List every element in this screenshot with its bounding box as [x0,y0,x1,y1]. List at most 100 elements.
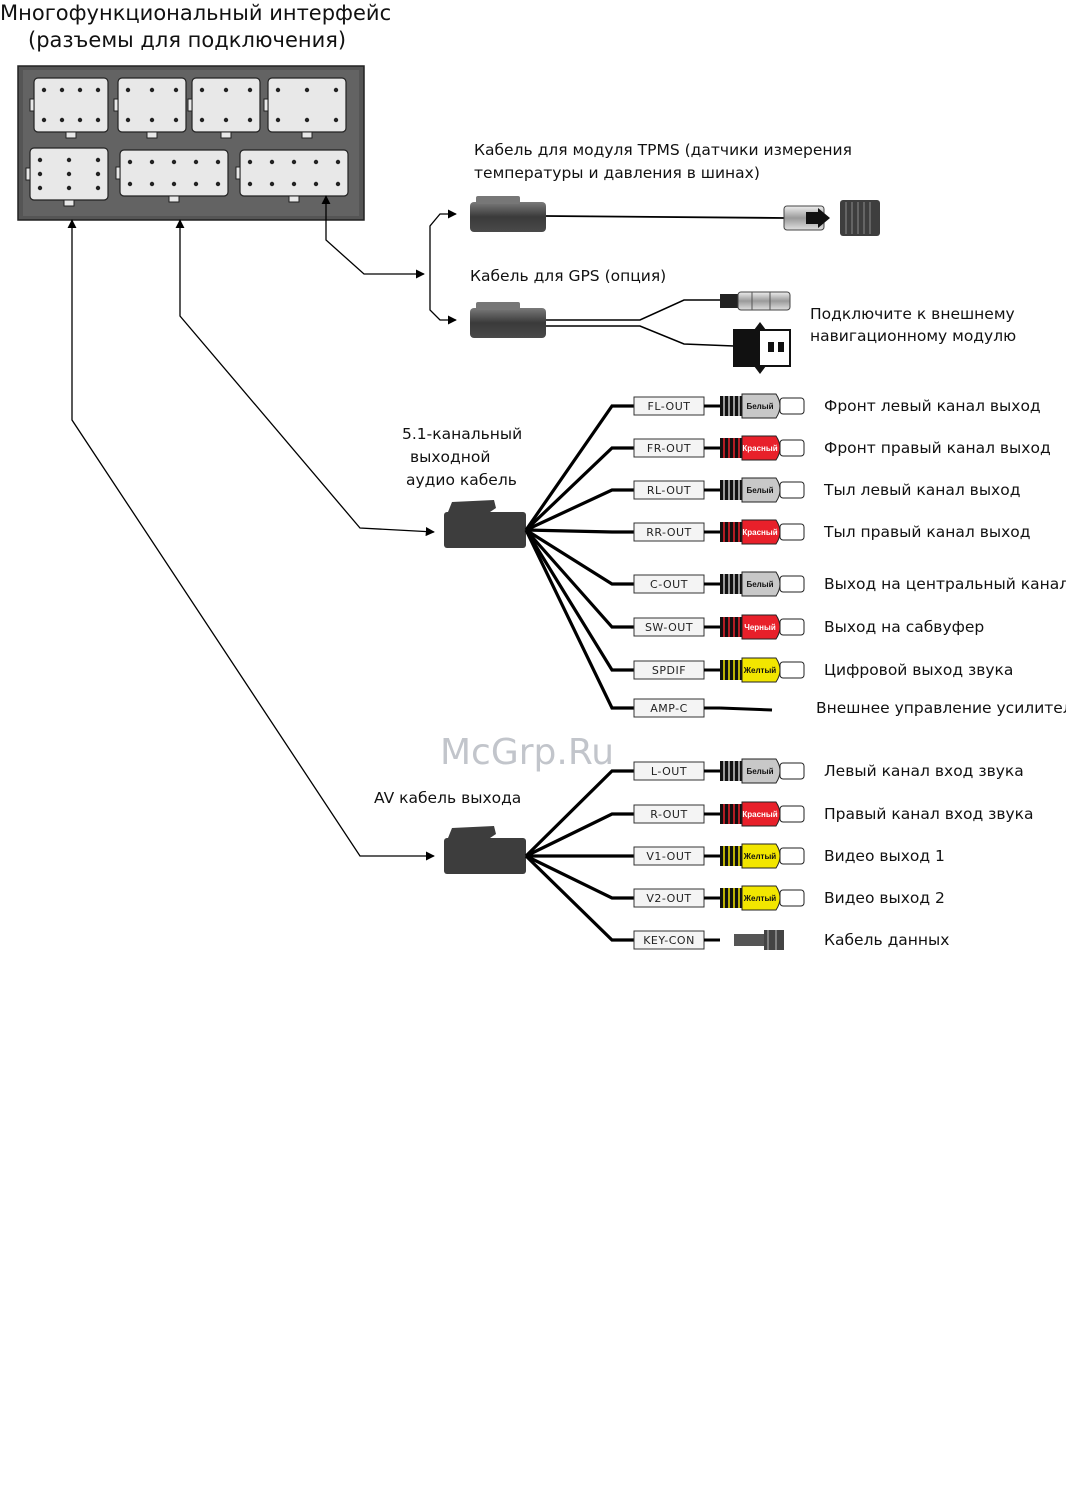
socket-pin [247,117,253,123]
socket-pin [149,87,155,93]
socket-pin [291,181,297,187]
output-description: Внешнее управление усилителем [816,699,1066,717]
output-description: Правый канал вход звука [824,805,1034,823]
output-tag: V2-OUT [646,892,691,905]
plug-color-label: Черный [744,623,776,632]
output-wire [525,488,634,532]
socket-pin [313,181,319,187]
rca-plug: Желтый [720,885,805,911]
output-description: Цифровой выход звука [824,661,1013,679]
output-tag: SW-OUT [645,621,693,634]
rca-plug: Белый [720,571,805,597]
watermark: McGrp.Ru [440,732,614,773]
gps-cable: Кабель для GPS (опция) Подключите к внеш… [470,267,1016,374]
tpms-cable: Кабель для модуля TPMS (датчики измерени… [470,141,880,236]
output-tag: FR-OUT [647,442,691,455]
socket-pin [335,159,341,165]
output-wire [524,528,634,629]
tpms-caption-line-2: температуры и давления в шинах) [474,164,760,182]
socket-pin [304,117,310,123]
gps-note-line-1: Подключите к внешнему [810,305,1015,323]
interface-connector-panel [17,65,365,221]
gps-caption: Кабель для GPS (опция) [470,267,666,285]
connector-socket [25,147,109,207]
tpms-round-connector [783,200,880,236]
plug-color-label: Белый [746,580,773,589]
output-tag: KEY-CON [643,934,695,947]
plug-color-label: Белый [746,486,773,495]
output-description: Выход на сабвуфер [824,618,984,636]
gps-plug-housing [470,302,546,338]
rca-plug: Белый [720,393,805,419]
connection-arrows [67,195,457,861]
amp-control-wire [719,706,773,712]
output-description: Фронт левый канал выход [824,397,1041,415]
rca-plug: Белый [720,477,805,503]
socket-pin [313,159,319,165]
plug-color-label: Желтый [743,852,777,861]
rca-plug: Белый [720,758,805,784]
av-cable-housing [444,826,526,874]
socket-pin [223,87,229,93]
socket-pin [333,87,339,93]
socket-pin [199,117,205,123]
socket-pin [247,159,253,165]
connector-socket [113,77,187,139]
socket-pin [95,117,101,123]
output-description: Видео выход 1 [824,847,945,865]
audio-cable: 5.1-канальный выходной аудио кабель FL-O… [402,393,1066,718]
output-wire [524,769,634,858]
rca-plug: Желтый [720,657,805,683]
socket-pin [269,181,275,187]
output-row-l-out: L-OUT Белый Левый канал вход звука [633,758,1024,784]
socket-pin [66,157,72,163]
output-tag: SPDIF [652,664,686,677]
output-row-spdif: SPDIF Желтый Цифровой выход звука [633,657,1013,683]
rca-plug: Красный [720,519,805,545]
audio-cable-caption-line-2: выходной [410,448,490,466]
connector-socket [29,77,109,139]
connector-socket [235,149,349,203]
socket-pin [125,117,131,123]
socket-pin [199,87,205,93]
output-wire [525,528,634,586]
connector-socket [115,149,229,203]
tpms-plug-housing [470,196,546,232]
socket-pin [37,171,43,177]
output-wire [525,528,634,534]
output-description: Выход на центральный канал [824,575,1066,593]
socket-pin [77,87,83,93]
main-title-line-2: (разъемы для подключения) [28,28,346,52]
output-wire [525,812,634,858]
plug-color-label: Желтый [743,894,777,903]
socket-pin [77,117,83,123]
gps-antenna-connector [720,291,791,311]
socket-pin [127,159,133,165]
plug-color-label: Белый [746,402,773,411]
output-description: Кабель данных [824,931,949,949]
connector-socket [187,77,261,139]
gps-module-connector [733,322,791,374]
socket-pin [173,117,179,123]
rca-plug: Красный [720,435,805,461]
output-tag: L-OUT [651,765,687,778]
output-tag: FL-OUT [648,400,691,413]
output-tag: R-OUT [650,808,687,821]
socket-pin [275,87,281,93]
connector-socket [263,77,347,139]
plug-color-label: Красный [742,528,777,537]
output-wire [524,446,634,532]
output-wire [524,404,634,531]
socket-pin [275,117,281,123]
plug-color-label: Красный [742,810,777,819]
output-description: Тыл правый канал выход [823,523,1030,541]
output-description: Левый канал вход звука [824,762,1024,780]
socket-pin [247,87,253,93]
socket-pin [37,157,43,163]
rca-plug: Черный [720,614,805,640]
